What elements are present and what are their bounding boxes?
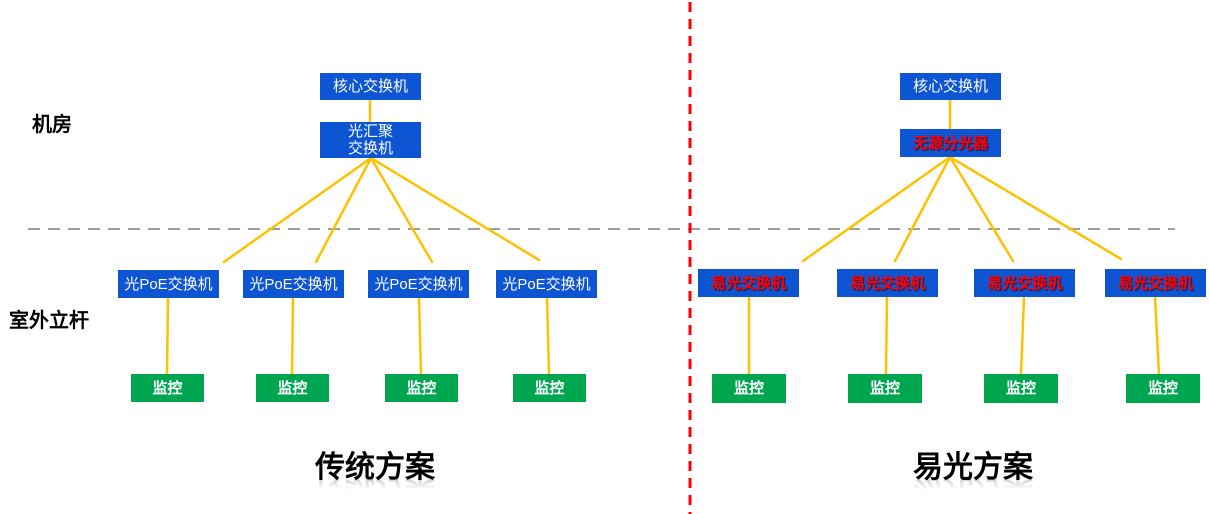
zone-label-machine-room: 机房 xyxy=(32,114,72,136)
right-title: 易光方案 xyxy=(913,451,1033,484)
right-core-switch-node: 核心交换机 xyxy=(900,73,1001,100)
left-aggregation-switch-label-line2: 交换机 xyxy=(347,140,393,157)
right-fan-line-2 xyxy=(893,155,952,263)
right-fan-line-3 xyxy=(948,155,1015,263)
left-poe-switch-node-2: 光PoE交换机 xyxy=(243,270,344,298)
left-fan-line-3 xyxy=(369,156,434,264)
left-aggregation-switch-label-line1: 光汇聚 xyxy=(347,123,393,140)
left-fan-line-2 xyxy=(314,156,373,264)
right-switch-to-monitor-line-4 xyxy=(1153,295,1161,376)
left-poe-switch-node-1: 光PoE交换机 xyxy=(118,270,219,298)
left-title: 传统方案 xyxy=(315,451,435,484)
left-switch-to-monitor-line-3 xyxy=(417,296,423,376)
right-monitor-node-2: 监控 xyxy=(848,374,922,403)
left-poe-switch-node-4: 光PoE交换机 xyxy=(496,270,597,298)
left-core-switch-node: 核心交换机 xyxy=(320,73,421,100)
left-monitor-node-2: 监控 xyxy=(256,374,329,402)
left-switch-to-monitor-line-2 xyxy=(290,296,295,376)
right-splitter-node: 无源分光器 xyxy=(900,129,1001,157)
left-monitor-node-4: 监控 xyxy=(513,374,586,402)
right-fan-line-4 xyxy=(948,155,1123,261)
right-yiguang-switch-node-2: 易光交换机 xyxy=(837,269,938,297)
left-fan-line-1 xyxy=(222,156,373,264)
right-yiguang-switch-node-1: 易光交换机 xyxy=(698,269,799,297)
left-poe-switch-node-3: 光PoE交换机 xyxy=(368,270,469,298)
right-monitor-node-4: 监控 xyxy=(1126,374,1200,403)
right-yiguang-switch-node-4: 易光交换机 xyxy=(1105,269,1206,297)
right-switch-to-monitor-line-2 xyxy=(884,295,889,376)
right-monitor-node-3: 监控 xyxy=(984,374,1058,403)
left-monitor-node-3: 监控 xyxy=(385,374,458,402)
zone-label-outdoor-pole: 室外立杆 xyxy=(9,310,89,332)
right-fan-line-1 xyxy=(801,155,952,263)
left-monitor-node-1: 监控 xyxy=(131,374,204,402)
right-switch-to-monitor-line-3 xyxy=(1019,295,1026,376)
left-switch-to-monitor-line-1 xyxy=(165,296,170,376)
left-switch-to-monitor-line-4 xyxy=(545,296,551,376)
right-monitor-node-1: 监控 xyxy=(712,374,786,403)
left-aggregation-switch-node: 光汇聚 交换机 xyxy=(320,122,421,158)
right-yiguang-switch-node-3: 易光交换机 xyxy=(974,269,1075,297)
left-fan-line-4 xyxy=(369,156,541,262)
